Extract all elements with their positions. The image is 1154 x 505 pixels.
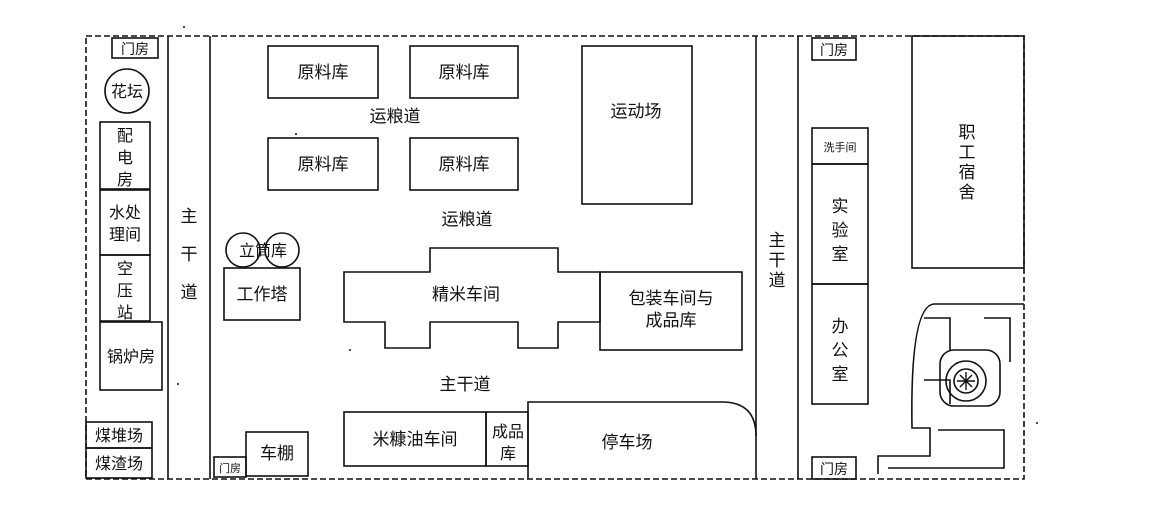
label-gate-bottom-right: 门房: [820, 462, 848, 478]
label-bike-shed: 车棚: [260, 444, 294, 464]
garden-path-c: [924, 379, 951, 404]
label-coal-yard: 煤堆场: [95, 426, 143, 445]
label-main-road-right: 主干道: [769, 231, 786, 291]
raw-store-3: [267, 137, 379, 191]
label-power-room: 配电房: [117, 126, 133, 189]
air-compressor: [99, 254, 151, 322]
label-parking: 停车场: [602, 433, 653, 453]
power-room: [99, 121, 151, 190]
garden-path-b: [984, 317, 1011, 362]
dormitory: [911, 35, 1025, 269]
label-dormitory: 职工宿舍: [959, 123, 976, 203]
label-water-treatment: 水处理间: [109, 203, 141, 244]
label-packaging-workshop: 包装车间与成品库: [629, 289, 714, 331]
label-grain-road-1: 运粮道: [370, 107, 421, 127]
water-treatment: [99, 189, 151, 256]
label-main-road-left: 主干道: [181, 207, 198, 303]
label-raw-store-1: 原料库: [298, 63, 349, 83]
label-laboratory: 实验室: [832, 197, 849, 265]
boiler-room: [99, 321, 163, 391]
packaging-workshop: [599, 271, 743, 351]
fountain-ring: [945, 360, 987, 402]
label-slag-yard: 煤渣场: [95, 454, 143, 473]
garden-path-a: [924, 317, 951, 350]
gate-bottom-right: [811, 456, 857, 480]
silo-circle-left: [225, 232, 261, 268]
label-office: 办公室: [832, 317, 849, 385]
work-tower: [223, 267, 301, 321]
label-work-tower: 工作塔: [237, 285, 288, 305]
label-boiler-room: 锅炉房: [107, 347, 155, 366]
parking-lot: [527, 401, 757, 479]
silo-circle-right: [264, 232, 300, 268]
fountain-square: [939, 349, 1001, 407]
label-polishing-workshop: 精米车间: [432, 285, 500, 305]
label-playground: 运动场: [611, 102, 662, 122]
flower-bed: [104, 68, 150, 114]
scan-dots: [177, 26, 1038, 424]
fountain-spokes: [957, 372, 975, 390]
office: [811, 283, 869, 405]
label-bran-oil-workshop: 米糠油车间: [373, 429, 458, 450]
label-raw-store-3: 原料库: [298, 155, 349, 175]
raw-store-2: [409, 45, 519, 99]
garden-outline: [877, 303, 1024, 474]
label-flower-bed: 花坛: [111, 82, 143, 101]
raw-store-4: [409, 137, 519, 191]
fountain-center: [953, 368, 979, 394]
gate-top-right: [811, 37, 857, 61]
bike-shed: [245, 431, 309, 477]
label-washroom: 洗手间: [824, 140, 857, 154]
label-gate-bottom-left: 门房: [219, 461, 241, 475]
label-gate-top-right: 门房: [820, 43, 848, 59]
garden-path-d: [888, 429, 1005, 469]
site-boundary: [85, 35, 1025, 480]
label-small-product-store: 成品库: [492, 422, 524, 463]
label-air-compressor: 空压站: [117, 259, 133, 322]
playground: [581, 45, 693, 205]
label-grain-road-2: 运粮道: [442, 210, 493, 230]
label-raw-store-4: 原料库: [439, 155, 490, 175]
label-gate-top-left: 门房: [121, 42, 149, 58]
raw-store-1: [267, 45, 379, 99]
slag-yard: [85, 447, 153, 479]
gate-top-left: [111, 37, 159, 59]
polishing-workshop: [343, 247, 601, 349]
label-silo: 立筒库: [239, 241, 287, 260]
label-raw-store-2: 原料库: [439, 63, 490, 83]
label-main-road-center: 主干道: [440, 375, 491, 395]
